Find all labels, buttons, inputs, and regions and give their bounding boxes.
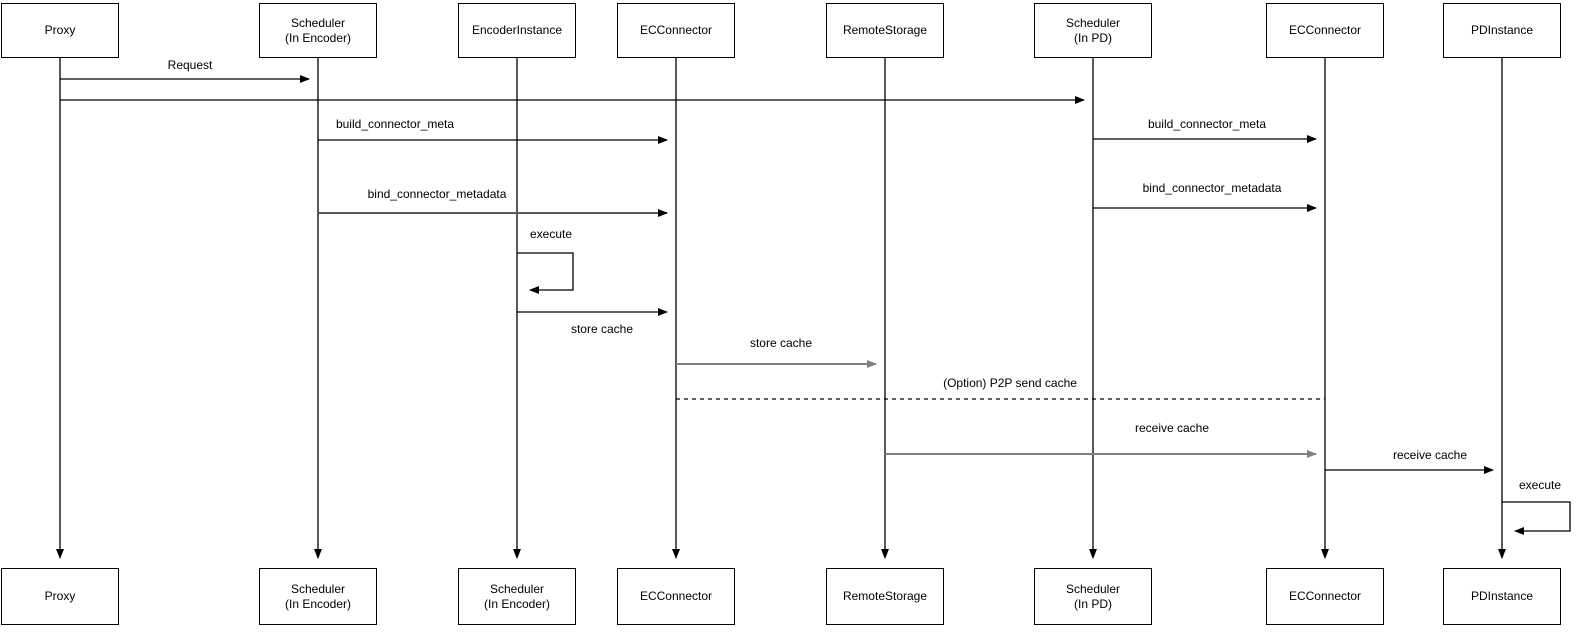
arrow-execute-self-encoder [517, 252, 574, 294]
participant-top-ec-connector: ECConnector [617, 3, 735, 58]
lifelines [56, 58, 1506, 559]
message-label-request: Request [164, 58, 216, 73]
participant-bottom-ec-connector: ECConnector [617, 568, 735, 625]
participant-top-scheduler-pd: Scheduler(In PD) [1034, 3, 1152, 58]
message-label-receive-cache-remote: receive cache [1131, 421, 1213, 436]
message-label-store-cache-encoder: store cache [567, 322, 637, 337]
participant-top-pd-instance: PDInstance [1443, 3, 1561, 58]
message-label-execute-pd: execute [1515, 478, 1565, 493]
message-label-build-connector-meta-left: build_connector_meta [332, 117, 458, 132]
participant-top-proxy: Proxy [1, 3, 119, 58]
message-label-bind-connector-metadata-right: bind_connector_metadata [1139, 181, 1285, 196]
participant-top-scheduler-encoder: Scheduler(In Encoder) [259, 3, 377, 58]
message-label-execute-encoder: execute [526, 227, 576, 242]
participant-top-remote-storage: RemoteStorage [826, 3, 944, 58]
message-label-bind-connector-metadata-left: bind_connector_metadata [364, 187, 510, 202]
message-label-p2p-send-cache: (Option) P2P send cache [940, 376, 1080, 391]
participant-bottom-remote-storage: RemoteStorage [826, 568, 944, 625]
participant-bottom-scheduler-encoder: Scheduler(In Encoder) [259, 568, 377, 625]
participant-bottom-pd-instance: PDInstance [1443, 568, 1561, 625]
message-label-receive-cache-pd: receive cache [1389, 448, 1471, 463]
participant-top-ec-connector-pd: ECConnector [1266, 3, 1384, 58]
message-label-store-cache-remote: store cache [746, 336, 816, 351]
participant-bottom-ec-connector-pd: ECConnector [1266, 568, 1384, 625]
participant-bottom-proxy: Proxy [1, 568, 119, 625]
participant-bottom-scheduler-encoder-2: Scheduler(In Encoder) [458, 568, 576, 625]
arrow-execute-self-pd [1502, 501, 1571, 535]
participant-top-encoder-instance: EncoderInstance [458, 3, 576, 58]
message-label-build-connector-meta-right: build_connector_meta [1144, 117, 1270, 132]
participant-bottom-scheduler-pd: Scheduler(In PD) [1034, 568, 1152, 625]
